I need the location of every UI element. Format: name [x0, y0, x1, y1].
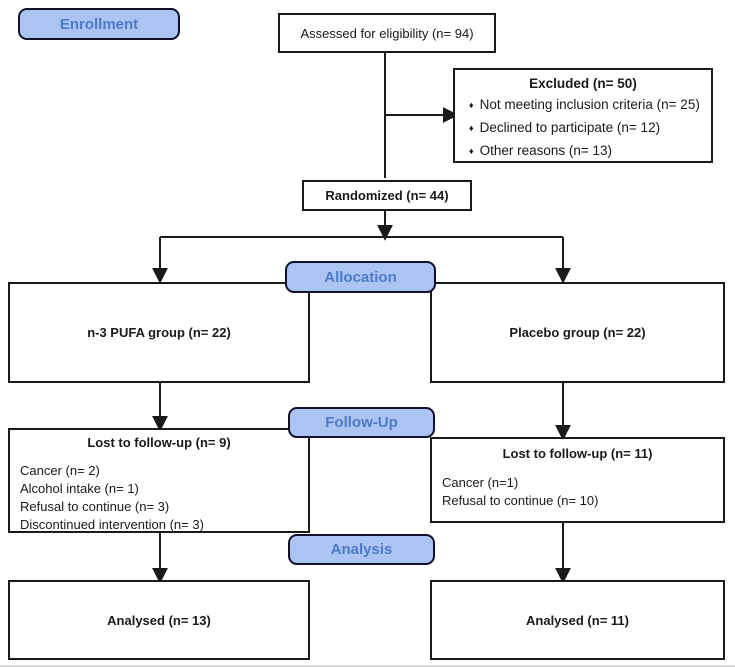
assessed-eligibility-label: Assessed for eligibility (n= 94) — [300, 25, 474, 41]
analysed-right-label: Analysed (n= 11) — [526, 612, 629, 628]
lost-reason-item: Alcohol intake (n= 1) — [20, 481, 139, 496]
lost-followup-right-list: Cancer (n=1) Refusal to continue (n= 10) — [432, 474, 723, 510]
lost-reason-item: Cancer (n= 2) — [20, 463, 100, 478]
lost-reason-item: Discontinued intervention (n= 3) — [20, 517, 204, 532]
excluded-title: Excluded (n= 50) — [529, 76, 637, 91]
lost-followup-left-box: Lost to follow-up (n= 9) Cancer (n= 2) A… — [8, 428, 310, 533]
placebo-group-label: Placebo group (n= 22) — [509, 325, 646, 340]
placebo-group-box: Placebo group (n= 22) — [430, 282, 725, 383]
diamond-bullet-icon: ♦ — [469, 146, 474, 156]
excluded-item-text: Other reasons (n= 13) — [479, 143, 613, 158]
excluded-box: Excluded (n= 50) ♦ Not meeting inclusion … — [453, 68, 713, 163]
stage-badge-enrollment-label: Enrollment — [59, 15, 139, 33]
randomized-label: Randomized (n= 44) — [325, 188, 449, 203]
analysed-left-label: Analysed (n= 13) — [107, 612, 211, 628]
pufa-group-box: n-3 PUFA group (n= 22) — [8, 282, 310, 383]
diamond-bullet-icon: ♦ — [469, 100, 474, 110]
lost-followup-right-box: Lost to follow-up (n= 11) Cancer (n=1) R… — [430, 437, 725, 523]
analysed-left-box: Analysed (n= 13) — [8, 580, 310, 660]
excluded-item: ♦ Declined to participate (n= 12) — [469, 117, 711, 140]
stage-badge-analysis: Analysis — [288, 534, 435, 565]
diamond-bullet-icon: ♦ — [469, 123, 474, 133]
page-bottom-divider — [0, 665, 735, 667]
excluded-list: ♦Not meeting inclusion criteria (n= 25) … — [455, 94, 711, 163]
lost-followup-right-title: Lost to follow-up (n= 11) — [502, 446, 653, 461]
randomized-box: Randomized (n= 44) — [302, 180, 472, 211]
stage-badge-enrollment: Enrollment — [18, 8, 180, 40]
lost-followup-left-list: Cancer (n= 2) Alcohol intake (n= 1) Refu… — [10, 462, 308, 534]
lost-reason-item: Cancer (n=1) — [442, 475, 519, 490]
excluded-item: ♦ Other reasons (n= 13) — [469, 140, 711, 163]
lost-followup-left-title: Lost to follow-up (n= 9) — [87, 435, 231, 450]
excluded-item-text: Declined to participate (n= 12) — [479, 120, 661, 135]
stage-badge-analysis-label: Analysis — [330, 541, 393, 558]
analysed-right-box: Analysed (n= 11) — [430, 580, 725, 660]
stage-badge-allocation-label: Allocation — [324, 268, 397, 286]
lost-reason-item: Refusal to continue (n= 10) — [442, 493, 599, 508]
excluded-item: ♦ Not meeting inclusion criteria (n= 25) — [469, 94, 711, 117]
stage-badge-followup-label: Follow-Up — [325, 414, 398, 431]
pufa-group-label: n-3 PUFA group (n= 22) — [87, 325, 231, 340]
stage-badge-allocation: Allocation — [285, 261, 436, 293]
stage-badge-followup: Follow-Up — [288, 407, 435, 438]
assessed-eligibility-box: Assessed for eligibility (n= 94) — [278, 13, 496, 53]
lost-reason-item: Refusal to continue (n= 3) — [20, 499, 170, 514]
excluded-item-text: Not meeting inclusion criteria (n= 25) — [479, 97, 700, 112]
